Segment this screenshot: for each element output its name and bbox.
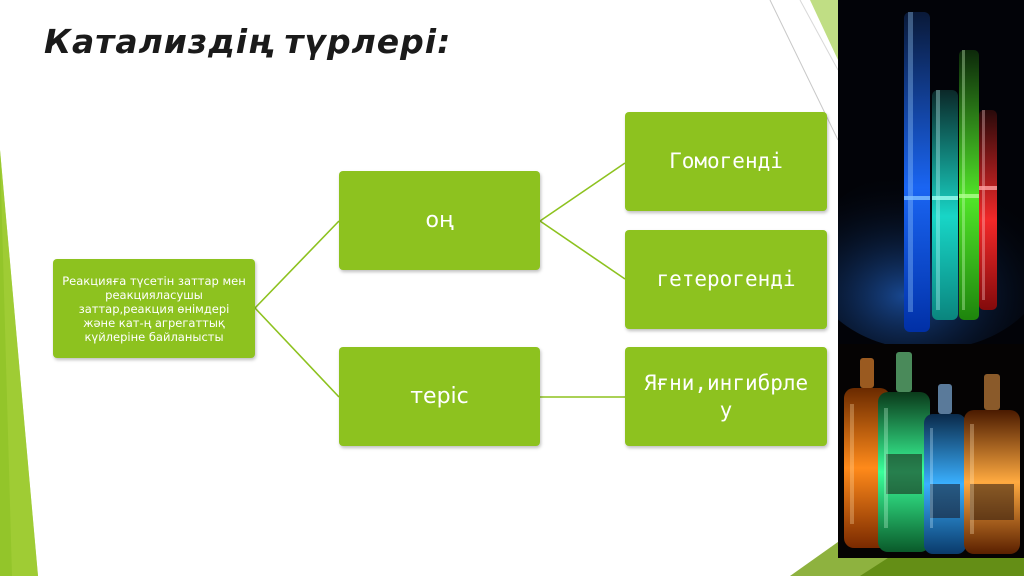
positive-catalysis-label: оң <box>425 208 454 233</box>
slide-title: Катализдің түрлері: <box>44 22 452 61</box>
heterogeneous-node: гетерогенді <box>625 230 827 329</box>
connector-root-to-positive <box>254 220 340 309</box>
root-node: Реакцияға түсетін заттар мен реакцияласу… <box>53 259 255 358</box>
connector-root-to-negative <box>254 307 340 398</box>
homogeneous-label: Гомогенді <box>669 149 783 173</box>
connector-positive-to-homogeneous <box>539 162 626 222</box>
homogeneous-node: Гомогенді <box>625 112 827 211</box>
inhibitor-label: Яғни,ингибрле у <box>643 370 809 422</box>
negative-catalysis-node: теріс <box>339 347 540 446</box>
glowing-test-tubes-photo <box>838 0 1024 344</box>
inhibitor-node: Яғни,ингибрле у <box>625 347 827 446</box>
glowing-bottles-photo <box>838 344 1024 558</box>
connector-positive-to-heterogeneous <box>539 220 626 280</box>
root-node-text: Реакцияға түсетін заттар мен реакцияласу… <box>62 273 246 344</box>
negative-catalysis-label: теріс <box>410 384 469 409</box>
heterogeneous-label: гетерогенді <box>656 267 796 291</box>
left-accent-triangle-light <box>0 150 38 576</box>
positive-catalysis-node: оң <box>339 171 540 270</box>
corner-chevron <box>810 0 838 60</box>
diagonal-rule-2 <box>799 0 839 71</box>
